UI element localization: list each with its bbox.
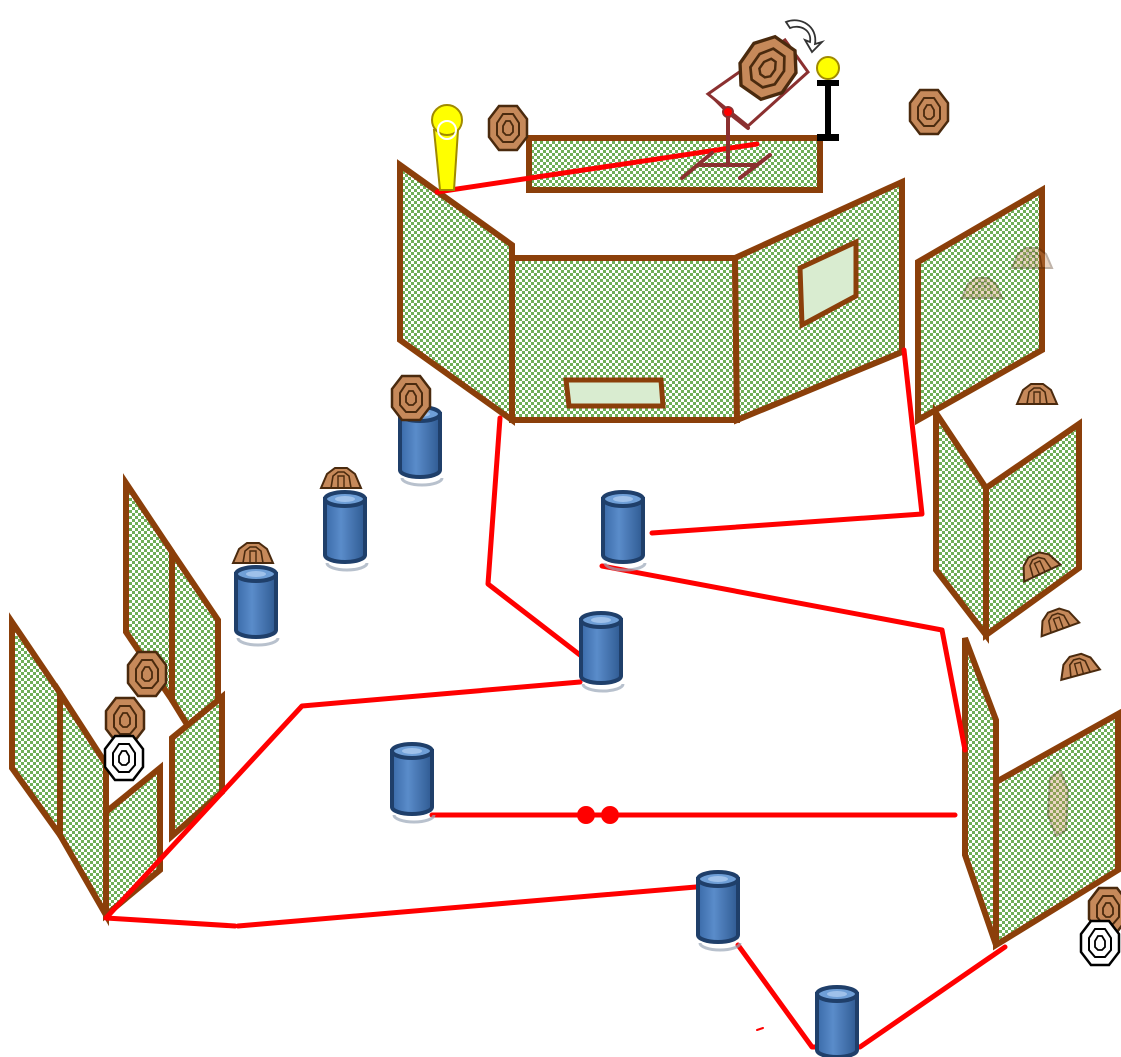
no-shoot-left [103,734,145,782]
right-mid-wall-left [933,403,989,644]
fault-lines [103,141,1008,1050]
center-right-window [797,238,859,330]
barrel-6 [390,742,436,824]
fault-line-top [434,141,760,195]
target-behind-barrel-1 [390,374,432,422]
flat-target-5 [1033,602,1081,638]
barrel-4 [601,490,647,572]
yellow-popper [431,104,463,191]
fault-line-tick [756,1027,764,1031]
top-back-barricade [526,135,823,193]
fault-line-bottom [735,942,1008,1050]
right-upper-wall [915,184,1045,426]
hidden-target-c [1046,768,1070,838]
hidden-targets [961,247,1070,838]
barrel-7 [696,870,742,952]
fault-line-left-center [485,415,583,658]
barrel-3 [234,565,280,647]
fault-line-lower [235,884,699,929]
flat-target-2 [232,542,274,564]
left-front-wall-c [103,761,163,922]
barrel-8 [815,985,861,1057]
barrels [234,405,861,1057]
flat-target-6 [1055,649,1101,681]
fault-line-right-center [649,347,925,536]
target-top-left [487,104,529,152]
left-front-wall-b [57,682,109,927]
fault-line-right-diagonal [599,563,968,753]
activator-post [816,56,840,141]
barrel-2 [323,490,369,572]
flat-target-1 [320,467,362,489]
target-top-right [908,88,950,136]
barrel-5 [579,611,625,693]
right-mid-wall-right [983,418,1082,641]
walls-group [8,135,1121,951]
swinging-target-stand [680,19,826,180]
flat-target-3 [1016,383,1058,405]
center-low-port [563,377,666,409]
right-lower-wall-right [993,708,1121,951]
target-left-mid [126,650,168,698]
no-shoot-right [1079,919,1121,967]
fault-line-left-diagonal [103,679,583,929]
rotation-arrow-icon [784,19,826,54]
right-lower-wall-left [962,636,999,946]
left-front-wall-a [8,612,63,845]
fault-line-knots [577,806,619,824]
